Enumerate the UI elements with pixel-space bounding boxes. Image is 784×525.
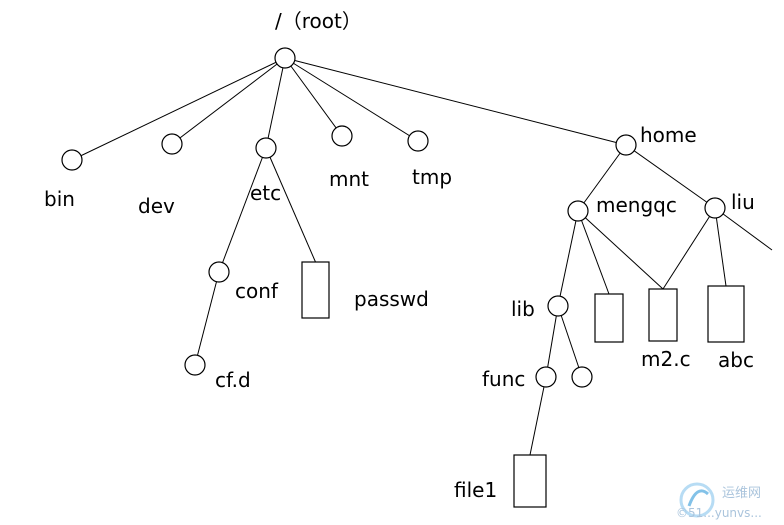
watermark-text-cn: 运维网	[722, 486, 761, 501]
edge-liu-abc	[714, 207, 727, 287]
file-node-file1	[513, 454, 547, 508]
edge-root-bin	[71, 57, 286, 161]
label-mnt: mnt	[329, 167, 369, 191]
edge-mengqc-mengqc_file	[577, 210, 610, 295]
edge-root-etc	[265, 57, 286, 149]
edge-root-dev	[171, 57, 286, 145]
watermark: 运维网 ©51...yunvs...	[676, 482, 762, 520]
edge-func-file1	[529, 376, 547, 456]
label-abc: abc	[718, 348, 754, 372]
label-liu: liu	[731, 190, 755, 214]
label-dev: dev	[138, 194, 175, 218]
edge-home-mengqc	[577, 144, 627, 212]
file-node-mengqc_file	[594, 293, 624, 343]
file-node-passwd	[301, 261, 330, 319]
label-bin: bin	[44, 187, 75, 211]
directory-node-root	[274, 47, 296, 69]
edge-etc-passwd	[265, 147, 316, 263]
directory-node-lib	[547, 295, 569, 317]
label-m2c: m2.c	[641, 347, 691, 371]
label-mengqc: mengqc	[596, 193, 677, 217]
directory-node-conf	[208, 261, 230, 283]
label-func: func	[482, 367, 525, 391]
label-passwd: passwd	[354, 287, 429, 311]
tree-edges	[71, 57, 773, 456]
edge-liu-liu_more	[714, 207, 773, 251]
directory-node-dev	[161, 133, 183, 155]
label-lib: lib	[511, 297, 535, 321]
edge-mengqc-lib	[557, 210, 579, 307]
edge-liu-m2c	[662, 207, 716, 290]
edge-mengqc-m2c	[577, 210, 664, 290]
directory-node-cfd	[184, 354, 206, 376]
directory-node-mengqc	[567, 200, 589, 222]
tree-nodes	[61, 47, 745, 508]
edge-home-liu	[625, 144, 716, 209]
edge-root-mnt	[284, 57, 343, 137]
label-tmp: tmp	[412, 165, 452, 189]
directory-node-bin	[61, 149, 83, 171]
root-label: /（root）	[275, 9, 362, 33]
directory-node-func	[535, 366, 557, 388]
label-etc: etc	[250, 181, 281, 205]
directory-node-lib_child	[571, 366, 593, 388]
edge-root-home	[284, 57, 627, 146]
watermark-logo-icon	[679, 482, 715, 518]
label-conf: conf	[235, 279, 279, 303]
edge-root-tmp	[284, 57, 419, 142]
directory-node-mnt	[331, 125, 353, 147]
edge-lib-func	[545, 305, 559, 378]
edge-conf-cfd	[194, 271, 220, 366]
watermark-text-latin: ©51...yunvs...	[676, 506, 762, 520]
directory-node-home	[615, 134, 637, 156]
file-node-abc	[707, 285, 745, 343]
file-node-m2c	[648, 288, 678, 342]
directory-node-liu	[704, 197, 726, 219]
edge-etc-conf	[218, 147, 267, 273]
label-home: home	[640, 123, 697, 147]
label-cfd: cf.d	[215, 368, 251, 392]
label-file1: file1	[454, 478, 497, 502]
directory-node-tmp	[407, 130, 429, 152]
edge-lib-lib_child	[557, 305, 583, 378]
directory-node-etc	[255, 137, 277, 159]
